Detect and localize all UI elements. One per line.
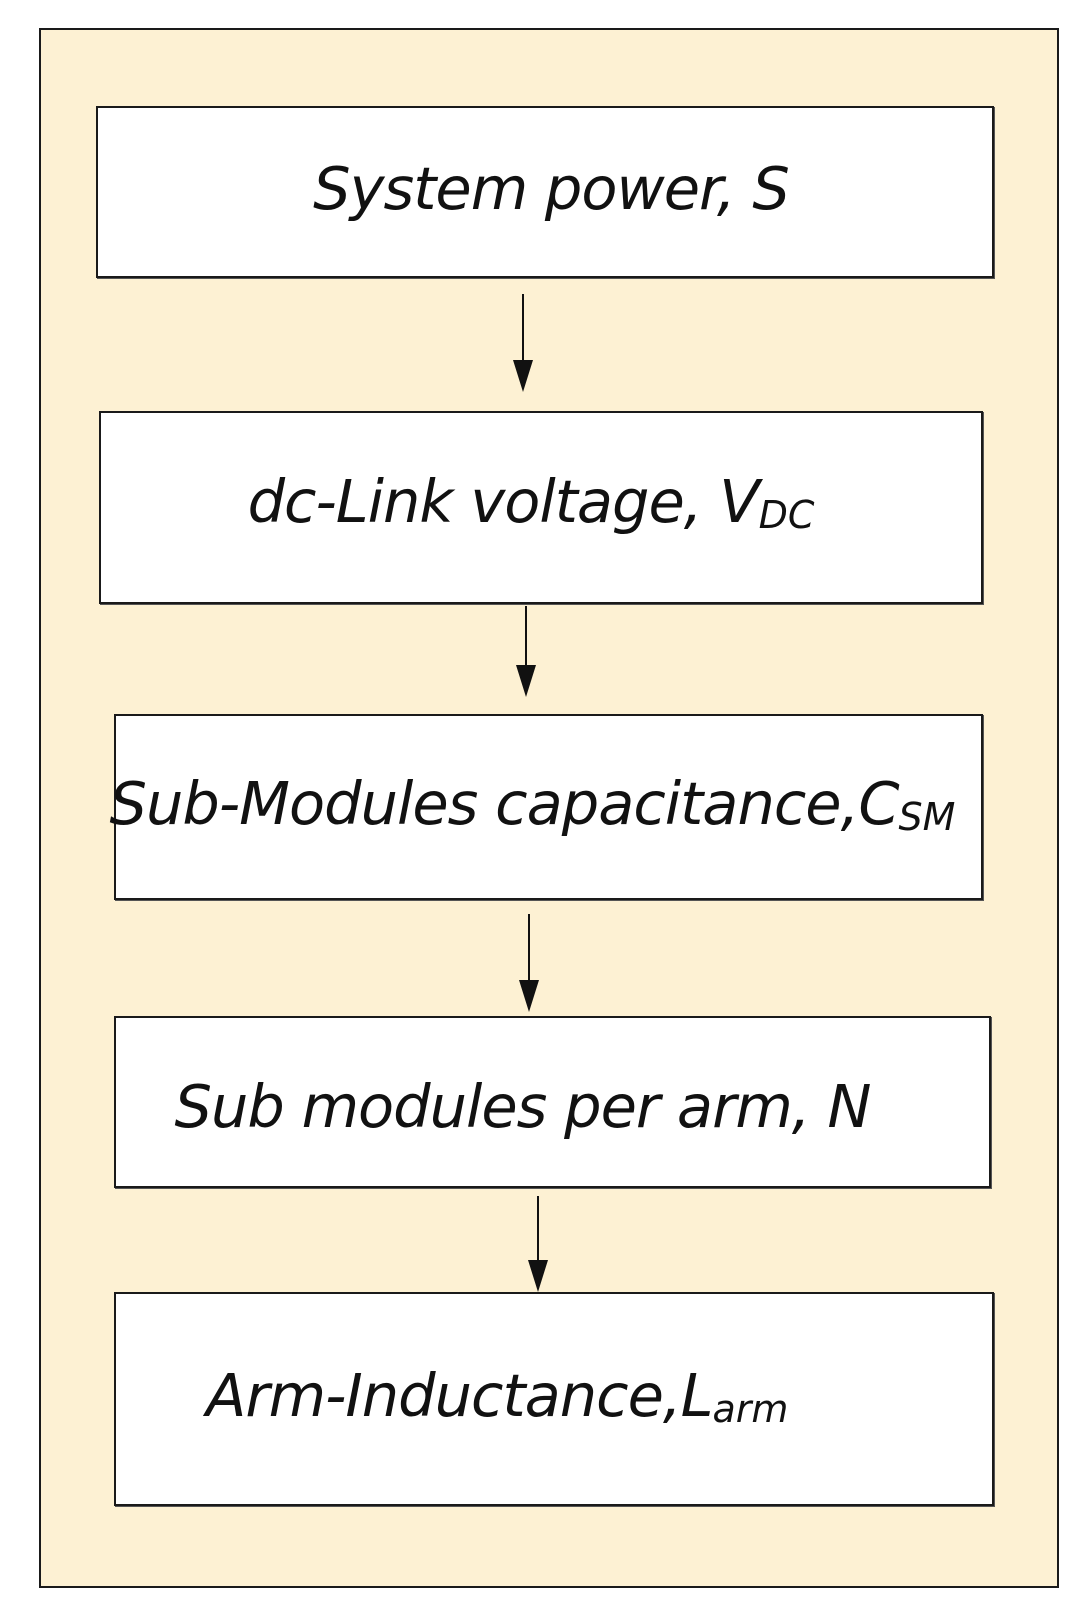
step-main-text: Sub-Modules capacitance,C <box>109 768 900 838</box>
step-label: dc-Link voltage, VDC <box>247 467 815 537</box>
step-system-power: System power, S <box>96 106 994 278</box>
arrow-3 <box>519 914 539 1012</box>
step-subscript: DC <box>758 493 815 537</box>
step-label: Sub-Modules capacitance,CSM <box>109 768 956 839</box>
arrow-2 <box>516 606 536 697</box>
step-label: Sub modules per arm, N <box>174 1071 872 1141</box>
step-label: Arm-Inductance,Larm <box>206 1360 789 1431</box>
step-dc-link-voltage: dc-Link voltage, VDC <box>99 411 983 604</box>
step-submodule-capacitance: Sub-Modules capacitance,CSM <box>110 714 983 900</box>
step-subscript: SM <box>898 794 956 839</box>
step-arm-inductance: Arm-Inductance,Larm <box>114 1292 994 1506</box>
arrow-4 <box>528 1196 548 1292</box>
step-main-text: System power, S <box>313 153 790 223</box>
arrow-1 <box>513 294 533 392</box>
step-label: System power, S <box>313 153 790 223</box>
step-subscript: arm <box>712 1386 789 1431</box>
step-main-text: Arm-Inductance,L <box>206 1360 714 1430</box>
step-main-text: dc-Link voltage, V <box>247 467 760 536</box>
step-main-text: Sub modules per arm, N <box>174 1071 872 1141</box>
step-submodules-per-arm: Sub modules per arm, N <box>114 1016 991 1188</box>
